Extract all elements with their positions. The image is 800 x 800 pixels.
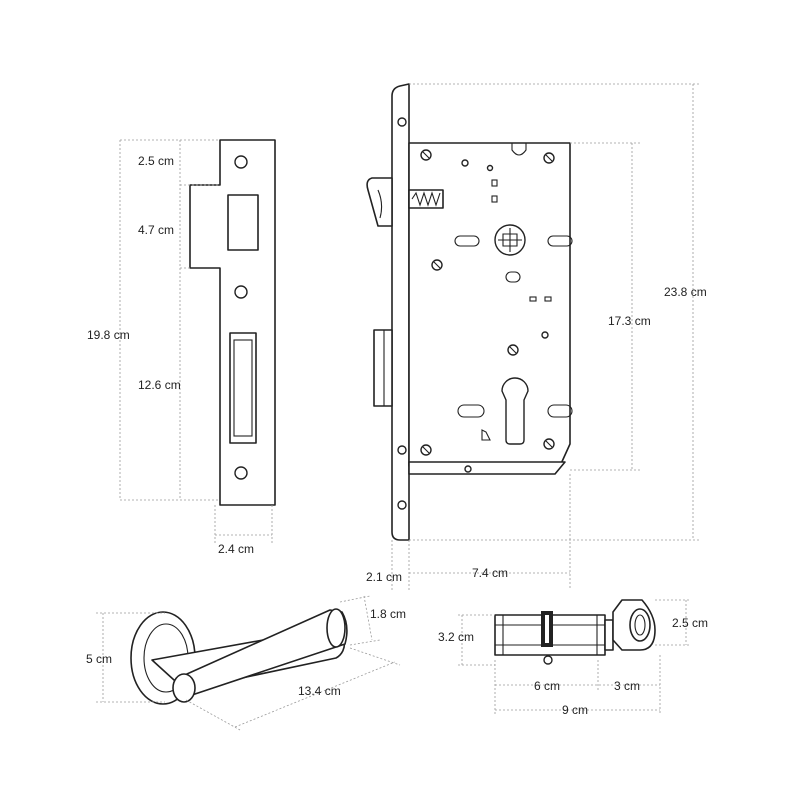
strike-top-label: 2.5 cm — [138, 154, 174, 168]
case-height-label: 17.3 cm — [608, 314, 651, 328]
strike-screw-hole-middle — [234, 285, 248, 299]
rose-diameter-label: 5 cm — [86, 652, 112, 666]
faceplate-width-label: 2.1 cm — [366, 570, 402, 584]
faceplate-height-label: 23.8 cm — [664, 285, 707, 299]
strike-plate — [189, 139, 276, 506]
cylinder-total-label: 9 cm — [562, 703, 588, 717]
strike-total-label: 19.8 cm — [87, 328, 130, 342]
cylinder-height-label: 3.2 cm — [438, 630, 474, 644]
lock-case — [408, 142, 571, 467]
latch-opening — [227, 194, 259, 251]
cylinder-dimension-lines — [458, 599, 690, 715]
cylinder-a-label: 6 cm — [534, 679, 560, 693]
mortise-lock-body — [366, 83, 573, 541]
lever-handle — [130, 608, 348, 705]
cylinder-b-label: 3 cm — [614, 679, 640, 693]
strike-screw-hole-bottom — [234, 466, 248, 480]
strike-latch-label: 4.7 cm — [138, 223, 174, 237]
handle-length-label: 13.4 cm — [298, 684, 341, 698]
euro-cylinder — [494, 599, 656, 665]
strike-bolt-label: 12.6 cm — [138, 378, 181, 392]
strike-width-label: 2.4 cm — [218, 542, 254, 556]
handle-dimension-lines — [96, 595, 401, 731]
fixing-screw-hole — [543, 655, 553, 665]
strike-dimension-lines — [119, 139, 273, 545]
backset-label: 7.4 cm — [472, 566, 508, 580]
dead-bolt — [373, 329, 393, 407]
latch-bolt — [366, 177, 393, 227]
thumbturn-height-label: 2.5 cm — [672, 616, 708, 630]
strike-screw-hole-top — [234, 155, 248, 169]
faceplate — [391, 83, 410, 541]
cylinder-hole — [501, 377, 529, 445]
lock-dimension-lines — [391, 83, 700, 590]
handle-lever — [177, 609, 348, 698]
handle-height-label: 1.8 cm — [370, 607, 406, 621]
